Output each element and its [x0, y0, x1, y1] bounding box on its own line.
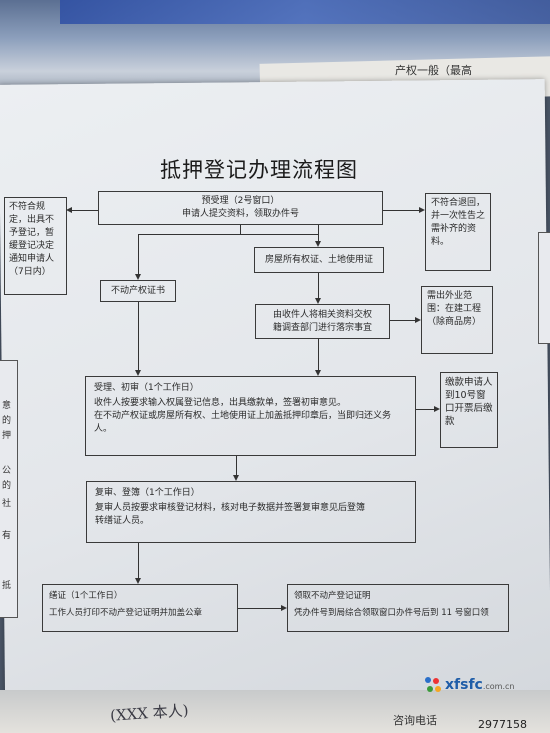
- first-review-line2: 在不动产权证或房屋所有权、土地使用证上加盖抵押印章后，当即归还义务人。: [94, 411, 392, 434]
- bottom-number: 2977158: [478, 718, 527, 731]
- arrowhead-first-right: [315, 370, 321, 376]
- connector-pre-to-left-reject: [72, 210, 98, 211]
- arrowhead-collect: [281, 605, 287, 611]
- connector-pre-to-split: [240, 225, 241, 234]
- left-edge-char-5: 的: [2, 481, 12, 491]
- arrowhead-archive: [315, 298, 321, 304]
- second-review-box: 复审、登簿（1个工作日） 复审人员按要求审核登记材料，核对电子数据并签署复审意见…: [86, 481, 416, 543]
- left-edge-char-2: 的: [2, 416, 12, 426]
- certify-box: 缮证（1个工作日） 工作人员打印不动产登记证明并加盖公章: [42, 584, 238, 632]
- connector-pre-to-right-reject: [383, 210, 419, 211]
- arrowhead-property-cert: [315, 241, 321, 247]
- connector-second-to-certify: [138, 543, 139, 578]
- left-reject-text: 不符合规定，出具不予登记，暂缓登记决定通知申请人（7日内）: [9, 202, 55, 277]
- second-review-heading: 复审、登簿（1个工作日）: [95, 488, 200, 498]
- page-title: 抵押登记办理流程图: [160, 158, 358, 182]
- certify-heading: 缮证（1个工作日）: [49, 591, 123, 601]
- arrowhead-second: [233, 475, 239, 481]
- watermark: xfsfc.com.cn: [445, 677, 514, 693]
- second-review-line1: 复审人员按要求审核登记材料，核对电子数据并签署复审意见后登簿: [95, 503, 366, 513]
- left-edge-char-7: 有: [2, 531, 12, 541]
- collect-box: 领取不动产登记证明 凭办件号到局综合领取窗口办件号后到 11 号窗口领: [287, 584, 509, 632]
- second-review-line2: 转缮证人员。: [95, 516, 150, 526]
- watermark-domain: .com.cn: [482, 682, 515, 691]
- payment-box: 缴款申请人到10号窗口开票后缴款: [440, 372, 498, 448]
- collect-line1: 凭办件号到局综合领取窗口办件号后到 11 号窗口领: [294, 608, 489, 618]
- arrowhead-survey: [415, 317, 421, 323]
- arrowhead-payment: [434, 406, 440, 412]
- field-survey-box: 需出外业范围：在建工程（除商品房）: [421, 286, 493, 354]
- collect-heading: 领取不动产登记证明: [294, 591, 371, 601]
- left-edge-char-3: 押: [2, 431, 12, 441]
- background-document-text: 产权一般（最高: [395, 64, 472, 77]
- blue-sleeve-strip: [60, 0, 550, 24]
- arrowhead-right-reject: [419, 207, 425, 213]
- left-edge-char-4: 公: [2, 466, 12, 476]
- left-edge-char-1: 意: [2, 401, 12, 411]
- left-edge-char-8: 抵: [2, 581, 12, 591]
- archive-check-line1: 由收件人将相关资料交权: [272, 310, 372, 320]
- bottom-phone-label: 咨询电话: [393, 714, 437, 727]
- field-survey-text: 需出外业范围：在建工程（除商品房）: [427, 291, 482, 327]
- pre-accept-line2: 申请人提交资料，领取办件号: [181, 209, 299, 219]
- arrowhead-left-reject: [66, 207, 72, 213]
- connector-first-to-second: [236, 456, 237, 475]
- arrowhead-first-left: [135, 370, 141, 376]
- pre-accept-box: 预受理（2号窗口） 申请人提交资料，领取办件号: [98, 191, 383, 225]
- connector-certify-to-collect: [238, 608, 281, 609]
- first-review-line1: 收件人按要求输入权属登记信息，出具缴款单，签署初审意见。: [94, 398, 347, 408]
- bottom-document: [0, 690, 550, 733]
- first-review-box: 受理、初审（1个工作日） 收件人按要求输入权属登记信息，出具缴款单，签署初审意见…: [85, 376, 416, 456]
- first-review-heading: 受理、初审（1个工作日）: [94, 383, 199, 393]
- left-edge-partial-box: [0, 360, 18, 618]
- right-reject-text: 不符合退回，并一次性告之需补齐的资料。: [431, 198, 486, 247]
- payment-text: 缴款申请人到10号窗口开票后缴款: [445, 377, 493, 427]
- connector-first-to-payment: [416, 409, 434, 410]
- connector-realty-to-first: [138, 302, 139, 370]
- certify-line1: 工作人员打印不动产登记证明并加盖公章: [49, 608, 203, 618]
- archive-check-box: 由收件人将相关资料交权 籍调查部门进行落宗事宜: [255, 304, 390, 339]
- watermark-logo-icon: [425, 677, 441, 692]
- realty-cert-text: 不动产权证书: [110, 286, 165, 296]
- pre-accept-line1: 预受理（2号窗口）: [201, 196, 280, 206]
- left-edge-char-6: 社: [2, 499, 12, 509]
- right-edge-partial-box: [538, 232, 550, 344]
- connector-archive-to-first: [318, 339, 319, 370]
- property-cert-text: 房屋所有权证、土地使用证: [264, 255, 373, 265]
- archive-check-line2: 籍调查部门进行落宗事宜: [272, 323, 372, 333]
- watermark-brand: xfsfc: [445, 677, 483, 693]
- left-reject-box: 不符合规定，出具不予登记，暂缓登记决定通知申请人（7日内）: [4, 197, 67, 295]
- realty-cert-box: 不动产权证书: [100, 280, 176, 302]
- connector-split-right: [318, 225, 319, 241]
- arrowhead-realty-cert: [135, 274, 141, 280]
- right-reject-box: 不符合退回，并一次性告之需补齐的资料。: [425, 193, 491, 271]
- property-cert-box: 房屋所有权证、土地使用证: [254, 247, 384, 273]
- connector-split: [138, 234, 319, 235]
- arrowhead-certify: [135, 578, 141, 584]
- connector-archive-to-survey: [390, 320, 415, 321]
- connector-property-to-archive: [318, 273, 319, 298]
- connector-split-left: [138, 234, 139, 274]
